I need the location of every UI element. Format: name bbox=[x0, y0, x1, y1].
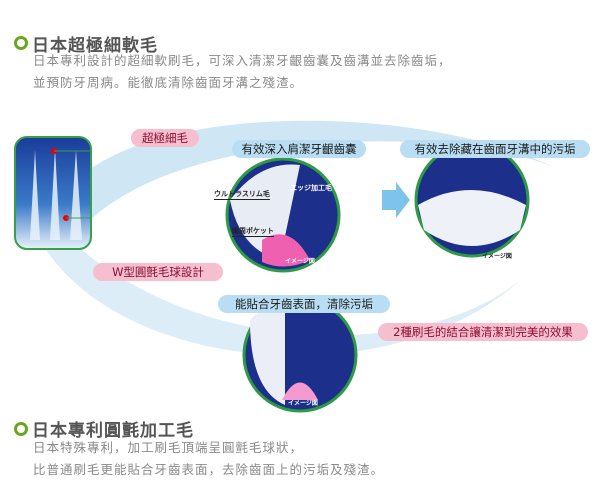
bubble-groove: 有效去除藏在齒面牙溝中的污垢 bbox=[400, 140, 590, 158]
section2-body: 日本特殊專利，加工刷毛頂端呈圓氈毛球狀， 比普通刷毛更能貼合牙齒表面，去除齒面上… bbox=[33, 437, 384, 481]
section1-line: 並預防牙周病。能徹底清除齒面牙溝之殘渣。 bbox=[33, 75, 304, 90]
zoom-circle-groove bbox=[414, 142, 530, 258]
section2-line: 日本特殊專利，加工刷毛頂端呈圓氈毛球狀， bbox=[33, 440, 304, 455]
section1-body: 日本專利設計的超細軟刷毛，可深入清潔牙齦齒囊及齒溝並去除齒垢， 並預防牙周病。能… bbox=[33, 50, 452, 94]
bubble-gum: 有效深入肩潔牙齦齒囊 bbox=[232, 140, 366, 158]
label-ultrafine: 超極細毛 bbox=[131, 129, 199, 147]
zoom-circle-gum bbox=[225, 157, 341, 273]
label-w-shape: W型圓氈毛球設計 bbox=[93, 263, 223, 281]
bullet-icon bbox=[14, 422, 28, 436]
label-edge: エッジ加工毛 bbox=[290, 184, 332, 192]
caption-image: イメージ図 bbox=[482, 253, 512, 260]
caption-image: イメージ図 bbox=[285, 258, 315, 265]
arrow-icon bbox=[382, 182, 410, 218]
zoom-circle-surface bbox=[242, 297, 358, 413]
section1-title: 日本超極細軟毛 bbox=[32, 36, 158, 56]
label-ultraslim: ウルトラスリム毛 bbox=[214, 190, 270, 200]
section2-line: 比普通刷毛更能貼合牙齒表面，去除齒面上的污垢及殘渣。 bbox=[33, 462, 385, 477]
caption-image: イメージ図 bbox=[288, 400, 318, 407]
bubble-surface: 能貼合牙齒表面，清除污垢 bbox=[218, 295, 390, 313]
bullet-icon bbox=[14, 36, 28, 50]
section2-title: 日本專利圓氈加工毛 bbox=[32, 421, 194, 441]
label-combo: 2種刷毛的結合讓清潔到完美的效果 bbox=[378, 323, 588, 341]
swoosh bbox=[40, 230, 540, 356]
label-pocket: 歯周ポケット bbox=[232, 227, 274, 237]
section1-line: 日本專利設計的超細軟刷毛，可深入清潔牙齦齒囊及齒溝並去除齒垢， bbox=[33, 53, 452, 68]
